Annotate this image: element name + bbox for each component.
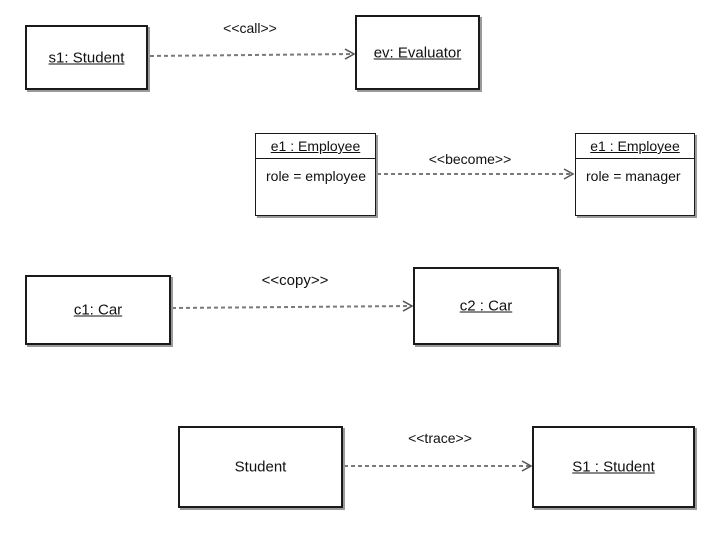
- car-object-c2: c2 : Car: [413, 267, 559, 345]
- evaluator-object-ev: ev: Evaluator: [355, 15, 480, 90]
- object-attribute: role = employee: [266, 168, 367, 184]
- object-name: e1 : Employee: [256, 134, 375, 159]
- class-label: Student: [234, 458, 287, 476]
- object-name: e1 : Employee: [576, 134, 694, 159]
- object-label: ev: Evaluator: [373, 44, 462, 61]
- object-label: S1 : Student: [572, 458, 655, 476]
- object-attribute: role = manager: [586, 168, 681, 184]
- student-object-S1: S1 : Student: [532, 426, 695, 508]
- call-dependency-arrow: [149, 48, 356, 60]
- object-label: c1: Car: [73, 301, 123, 319]
- student-class: Student: [178, 426, 343, 508]
- car-object-c1: c1: Car: [25, 275, 171, 345]
- student-object-s1: s1: Student: [25, 25, 148, 90]
- copy-stereotype: <<copy>>: [261, 272, 329, 289]
- employee-object-before: e1 : Employee role = employee: [255, 133, 376, 216]
- copy-dependency-arrow: [171, 300, 414, 312]
- trace-stereotype: <<trace>>: [408, 430, 472, 446]
- employee-object-after: e1 : Employee role = manager: [575, 133, 695, 216]
- object-label: c2 : Car: [459, 297, 513, 315]
- call-stereotype: <<call>>: [223, 20, 277, 36]
- object-label: s1: Student: [48, 49, 125, 66]
- become-stereotype: <<become>>: [428, 151, 512, 167]
